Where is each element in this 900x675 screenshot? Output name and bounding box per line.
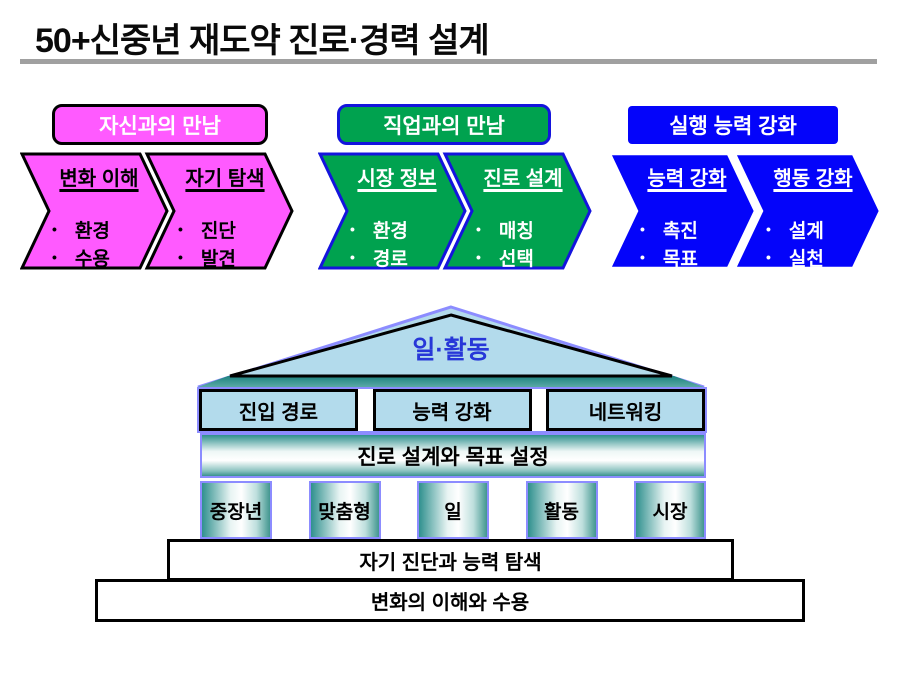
- bullet-label: 수용: [74, 248, 110, 270]
- chevron-shapes: [20, 152, 294, 270]
- chevron-step: 진로 설계 • 매칭 • 선택: [466, 152, 580, 270]
- bullet-marker: •: [178, 249, 183, 265]
- roof-teal-band: [198, 376, 704, 387]
- bullet-label: 매칭: [498, 220, 534, 242]
- step-heading: 시장 정보: [357, 168, 437, 190]
- bullet-marker: •: [640, 249, 645, 265]
- bullet-item: • 경로: [350, 243, 454, 271]
- phase-header-execution: 실행 능력 강화: [628, 106, 838, 144]
- step-bullets: • 설계 • 실천: [756, 215, 870, 271]
- bullet-item: • 실천: [766, 243, 870, 271]
- step-heading: 진로 설계: [483, 168, 563, 190]
- frieze-row: 진입 경로 능력 강화 네트워킹: [197, 387, 707, 433]
- bullet-item: • 수용: [52, 243, 156, 271]
- chevron-shape: [733, 152, 882, 270]
- step-heading: 자기 탐색: [185, 168, 265, 190]
- base-bar-diagnosis: 자기 진단과 능력 탐색: [167, 539, 734, 581]
- title-underline-rule: [20, 59, 877, 64]
- chevron-step: 능력 강화 • 촉진 • 목표: [630, 152, 744, 270]
- frieze-box-capability: 능력 강화: [372, 389, 532, 431]
- bullet-label: 선택: [498, 248, 534, 270]
- bullet-label: 환경: [74, 220, 110, 242]
- page-title: 50+신중년 재도약 진로·경력 설계: [35, 22, 490, 60]
- chevron-shape: [608, 152, 757, 270]
- step-bullets: • 매칭 • 선택: [466, 215, 580, 271]
- chevron-group-self: 변화 이해 • 환경 • 수용 자기 탐색 • 진단 • 발견: [20, 152, 298, 270]
- bullet-label: 실천: [788, 248, 824, 270]
- phase-header-self: 자신과의 만남: [52, 104, 268, 145]
- chevron-shape: [318, 152, 467, 270]
- bullet-label: 진단: [200, 220, 236, 242]
- step-bullets: • 진단 • 발견: [168, 215, 282, 271]
- bullet-label: 설계: [788, 220, 824, 242]
- step-heading: 행동 강화: [773, 168, 853, 190]
- bullet-label: 목표: [662, 248, 698, 270]
- bullet-marker: •: [350, 221, 355, 237]
- chevron-shapes: [608, 152, 882, 270]
- chevron-step: 자기 탐색 • 진단 • 발견: [168, 152, 282, 270]
- bullet-marker: •: [640, 221, 645, 237]
- frieze-box-entry-path: 진입 경로: [199, 389, 358, 431]
- frieze-box-networking: 네트워킹: [546, 389, 705, 431]
- goal-band: 진로 설계와 목표 설정: [200, 433, 706, 478]
- chevron-step: 시장 정보 • 환경 • 경로: [340, 152, 454, 270]
- phase-header-occupation: 직업과의 만남: [337, 104, 551, 145]
- base-bar-change: 변화의 이해와 수용: [95, 579, 805, 622]
- roof-label: 일·활동: [412, 336, 490, 364]
- chevron-step: 변화 이해 • 환경 • 수용: [42, 152, 156, 270]
- bullet-item: • 환경: [350, 215, 454, 243]
- bullet-item: • 설계: [766, 215, 870, 243]
- pillar-1: 중장년: [200, 481, 272, 539]
- bullet-item: • 촉진: [640, 215, 744, 243]
- step-bullets: • 환경 • 수용: [42, 215, 156, 271]
- bullet-marker: •: [350, 249, 355, 265]
- bullet-marker: •: [476, 221, 481, 237]
- chevron-shape: [144, 152, 294, 270]
- chevron-shapes: [318, 152, 592, 270]
- step-heading: 능력 강화: [647, 168, 727, 190]
- bullet-label: 촉진: [662, 220, 698, 242]
- step-heading: 변화 이해: [59, 168, 139, 190]
- step-bullets: • 환경 • 경로: [340, 215, 454, 271]
- chevron-group-occupation: 시장 정보 • 환경 • 경로 진로 설계 • 매칭 • 선택: [318, 152, 596, 270]
- bullet-item: • 목표: [640, 243, 744, 271]
- chevron-group-execution: 능력 강화 • 촉진 • 목표 행동 강화 • 설계 • 실천: [608, 152, 886, 270]
- step-bullets: • 촉진 • 목표: [630, 215, 744, 271]
- chevron-step: 행동 강화 • 설계 • 실천: [756, 152, 870, 270]
- bullet-item: • 매칭: [476, 215, 580, 243]
- pillar-4: 활동: [525, 481, 598, 539]
- bullet-label: 환경: [372, 220, 408, 242]
- roof-inner-triangle: [229, 313, 673, 378]
- bullet-item: • 진단: [178, 215, 282, 243]
- bullet-marker: •: [766, 221, 771, 237]
- bullet-item: • 발견: [178, 243, 282, 271]
- bullet-item: • 환경: [52, 215, 156, 243]
- chevron-shape: [20, 152, 169, 270]
- bullet-marker: •: [766, 249, 771, 265]
- bullet-marker: •: [52, 221, 57, 237]
- bullet-item: • 선택: [476, 243, 580, 271]
- pillar-3: 일: [417, 481, 489, 539]
- bullet-marker: •: [476, 249, 481, 265]
- bullet-label: 경로: [372, 248, 408, 270]
- pillar-2: 맞춤형: [308, 481, 381, 539]
- bullet-marker: •: [52, 249, 57, 265]
- temple-roof: 일·활동: [195, 304, 707, 390]
- bullet-label: 발견: [200, 248, 236, 270]
- pillar-5: 시장: [634, 481, 706, 539]
- bullet-marker: •: [178, 221, 183, 237]
- pillar-row: 중장년 맞춤형 일 활동 시장: [200, 481, 706, 539]
- chevron-shape: [442, 152, 592, 270]
